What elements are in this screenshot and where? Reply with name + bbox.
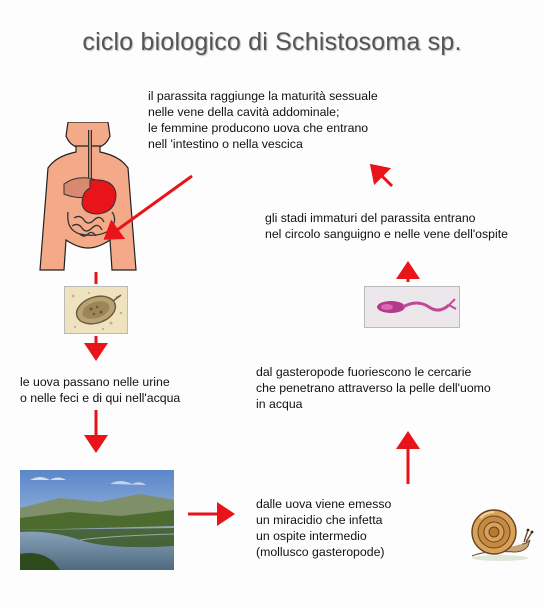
caption-line: un miracidio che infetta <box>256 513 383 527</box>
caption-line: le femmine producono uova che entrano <box>148 121 369 135</box>
caption-line: il parassita raggiunge la maturità sessu… <box>148 89 378 103</box>
caption-line: in acqua <box>256 397 303 411</box>
caption-line: dal gasteropode fuoriescono le cercarie <box>256 365 472 379</box>
caption-line: nell 'intestino o nella vescica <box>148 137 303 151</box>
snail-illustration <box>471 509 534 561</box>
step-adult-parasite-caption: il parassita raggiunge la maturità sessu… <box>148 88 378 152</box>
caption-line: gli stadi immaturi del parassita entrano <box>265 211 476 225</box>
caption-line: o nelle feci e di qui nell'acqua <box>20 391 181 405</box>
step-eggs-caption: le uova passano nelle urine o nelle feci… <box>20 374 180 406</box>
step-immature-stages-caption: gli stadi immaturi del parassita entrano… <box>265 210 508 242</box>
caption-line: nelle vene della cavità addominale; <box>148 105 340 119</box>
diagram-title: ciclo biologico di Schistosoma sp. <box>82 28 462 56</box>
caption-line: nel circolo sanguigno e nelle vene dell'… <box>265 227 508 241</box>
arrow-into-body <box>103 174 193 240</box>
caption-line: (mollusco gasteropode) <box>256 545 385 559</box>
arrow-back-to-adult <box>369 163 394 188</box>
river-icon <box>20 470 174 570</box>
caption-line: un ospite intermedio <box>256 529 367 543</box>
caption-line: che penetrano attraverso la pelle dell'u… <box>256 381 491 395</box>
cercaria-icon <box>365 287 459 327</box>
step-cercariae-caption: dal gasteropode fuoriescono le cercarie … <box>256 364 491 412</box>
river-landscape-image <box>20 470 174 570</box>
cercaria-microscopy-image <box>364 286 460 328</box>
step-miracidium-caption: dalle uova viene emesso un miracidio che… <box>256 496 391 560</box>
egg-icon <box>65 287 127 333</box>
egg-microscopy-image <box>64 286 128 334</box>
caption-line: le uova passano nelle urine <box>20 375 170 389</box>
caption-line: dalle uova viene emesso <box>256 497 392 511</box>
